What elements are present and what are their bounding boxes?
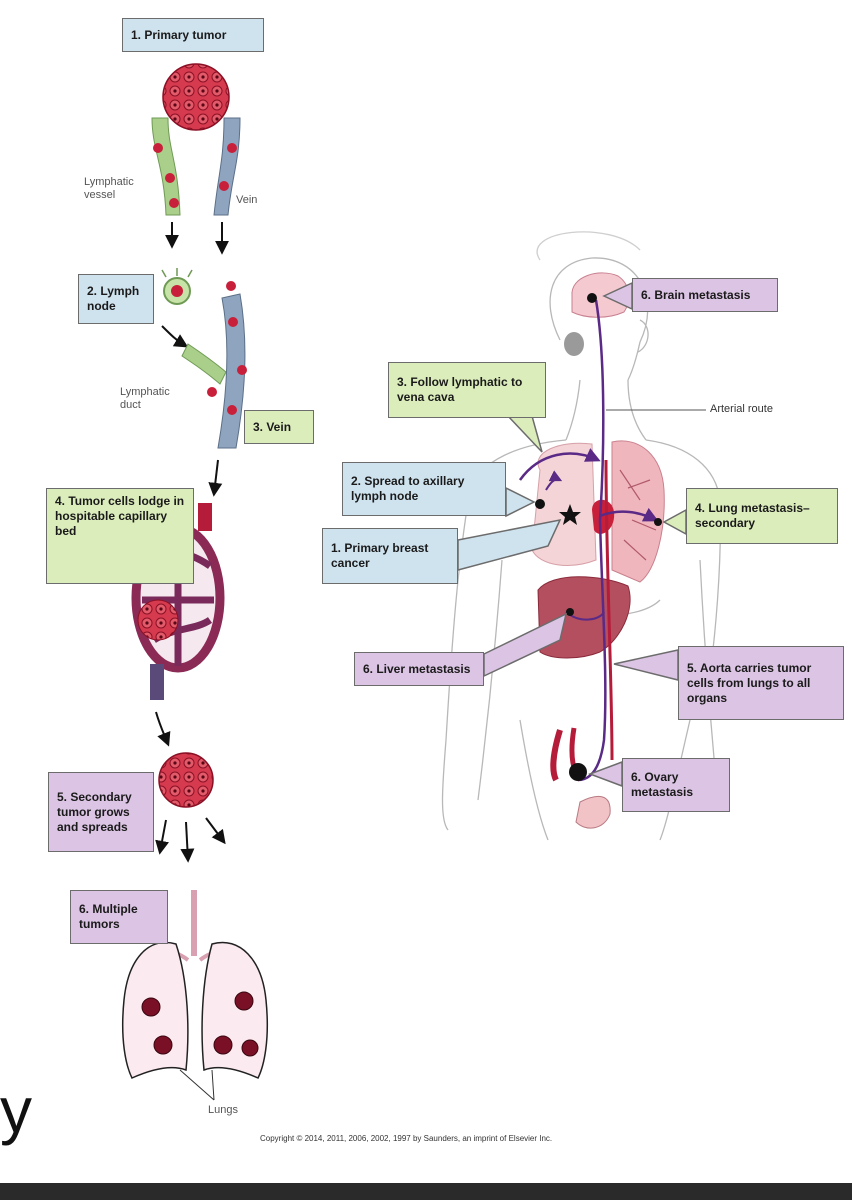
step-secondary-tumor-label: 5. Secondary tumor grows and spreads [48, 772, 154, 852]
arterial-route-label: Arterial route [710, 403, 773, 415]
primary-breast-star [559, 504, 581, 525]
step-multiple-tumors-label: 6. Multiple tumors [70, 890, 168, 944]
vein-small-label: Vein [236, 194, 258, 206]
follow-lymphatic-label: 3. Follow lymphatic to vena cava [388, 362, 546, 418]
aorta-carries-label: 5. Aorta carries tumor cells from lungs … [678, 646, 844, 720]
stray-slide-text: y [0, 1074, 32, 1146]
spread-axillary-label: 2. Spread to axillary lymph node [342, 462, 506, 516]
arrow-to-secondary-tumor [155, 711, 171, 747]
arterial-route-lines [518, 299, 659, 782]
brain-metastasis-dot [587, 293, 597, 303]
arrow-spread-2 [180, 821, 195, 863]
liver-callout-pointer [483, 612, 568, 678]
primary-breast-callout-pointer [457, 518, 562, 571]
lung-callout-pointer [662, 508, 687, 536]
brain-metastasis-label: 6. Brain metastasis [632, 278, 778, 312]
lymph-node-shape [161, 268, 193, 305]
vein-shape-top [213, 117, 241, 216]
lungs-label: Lungs [208, 1104, 238, 1116]
brain-drawing [564, 272, 630, 356]
ovary-metastasis-dot [569, 763, 587, 781]
arrow-spread-1 [155, 819, 169, 855]
secondary-tumor-mass [158, 752, 214, 808]
liver-metastasis-dot [566, 608, 574, 616]
ovary-metastasis-label: 6. Ovary metastasis [622, 758, 730, 812]
primary-tumor-mass [162, 63, 230, 131]
lung-metastasis-dot [654, 518, 662, 526]
lungs-drawing [121, 890, 269, 1101]
lymphatic-duct-shape [181, 343, 227, 385]
step-lymph-node-label: 2. Lymph node [78, 274, 154, 324]
lymphatic-vessel-label: Lymphatic vessel [84, 176, 134, 202]
arrow-to-capillary [208, 459, 223, 497]
step-primary-tumor-label: 1. Primary tumor [122, 18, 264, 52]
liver-metastasis-label: 6. Liver metastasis [354, 652, 484, 686]
follow-lymphatic-callout-pointer [506, 415, 543, 453]
vein-shape-main [217, 293, 246, 449]
copyright-notice: Copyright © 2014, 2011, 2006, 2002, 1997… [260, 1134, 553, 1143]
primary-breast-cancer-label: 1. Primary breast cancer [322, 528, 458, 584]
lymphatic-duct-label: Lymphatic duct [120, 386, 170, 412]
step-tumor-cells-lodge-label: 4. Tumor cells lodge in hospitable capil… [46, 488, 194, 584]
axillary-callout-pointer [505, 486, 536, 518]
arrow-spread-3 [205, 817, 226, 845]
aorta-callout-pointer [613, 649, 679, 681]
bottom-border-bar [0, 1183, 852, 1200]
ovary-callout-pointer [587, 760, 623, 788]
arrow-lymph-to-duct [161, 325, 189, 348]
axillary-node-dot [535, 499, 545, 509]
step-vein-label: 3. Vein [244, 410, 314, 444]
lung-metastasis-label: 4. Lung metastasis– secondary [686, 488, 838, 544]
